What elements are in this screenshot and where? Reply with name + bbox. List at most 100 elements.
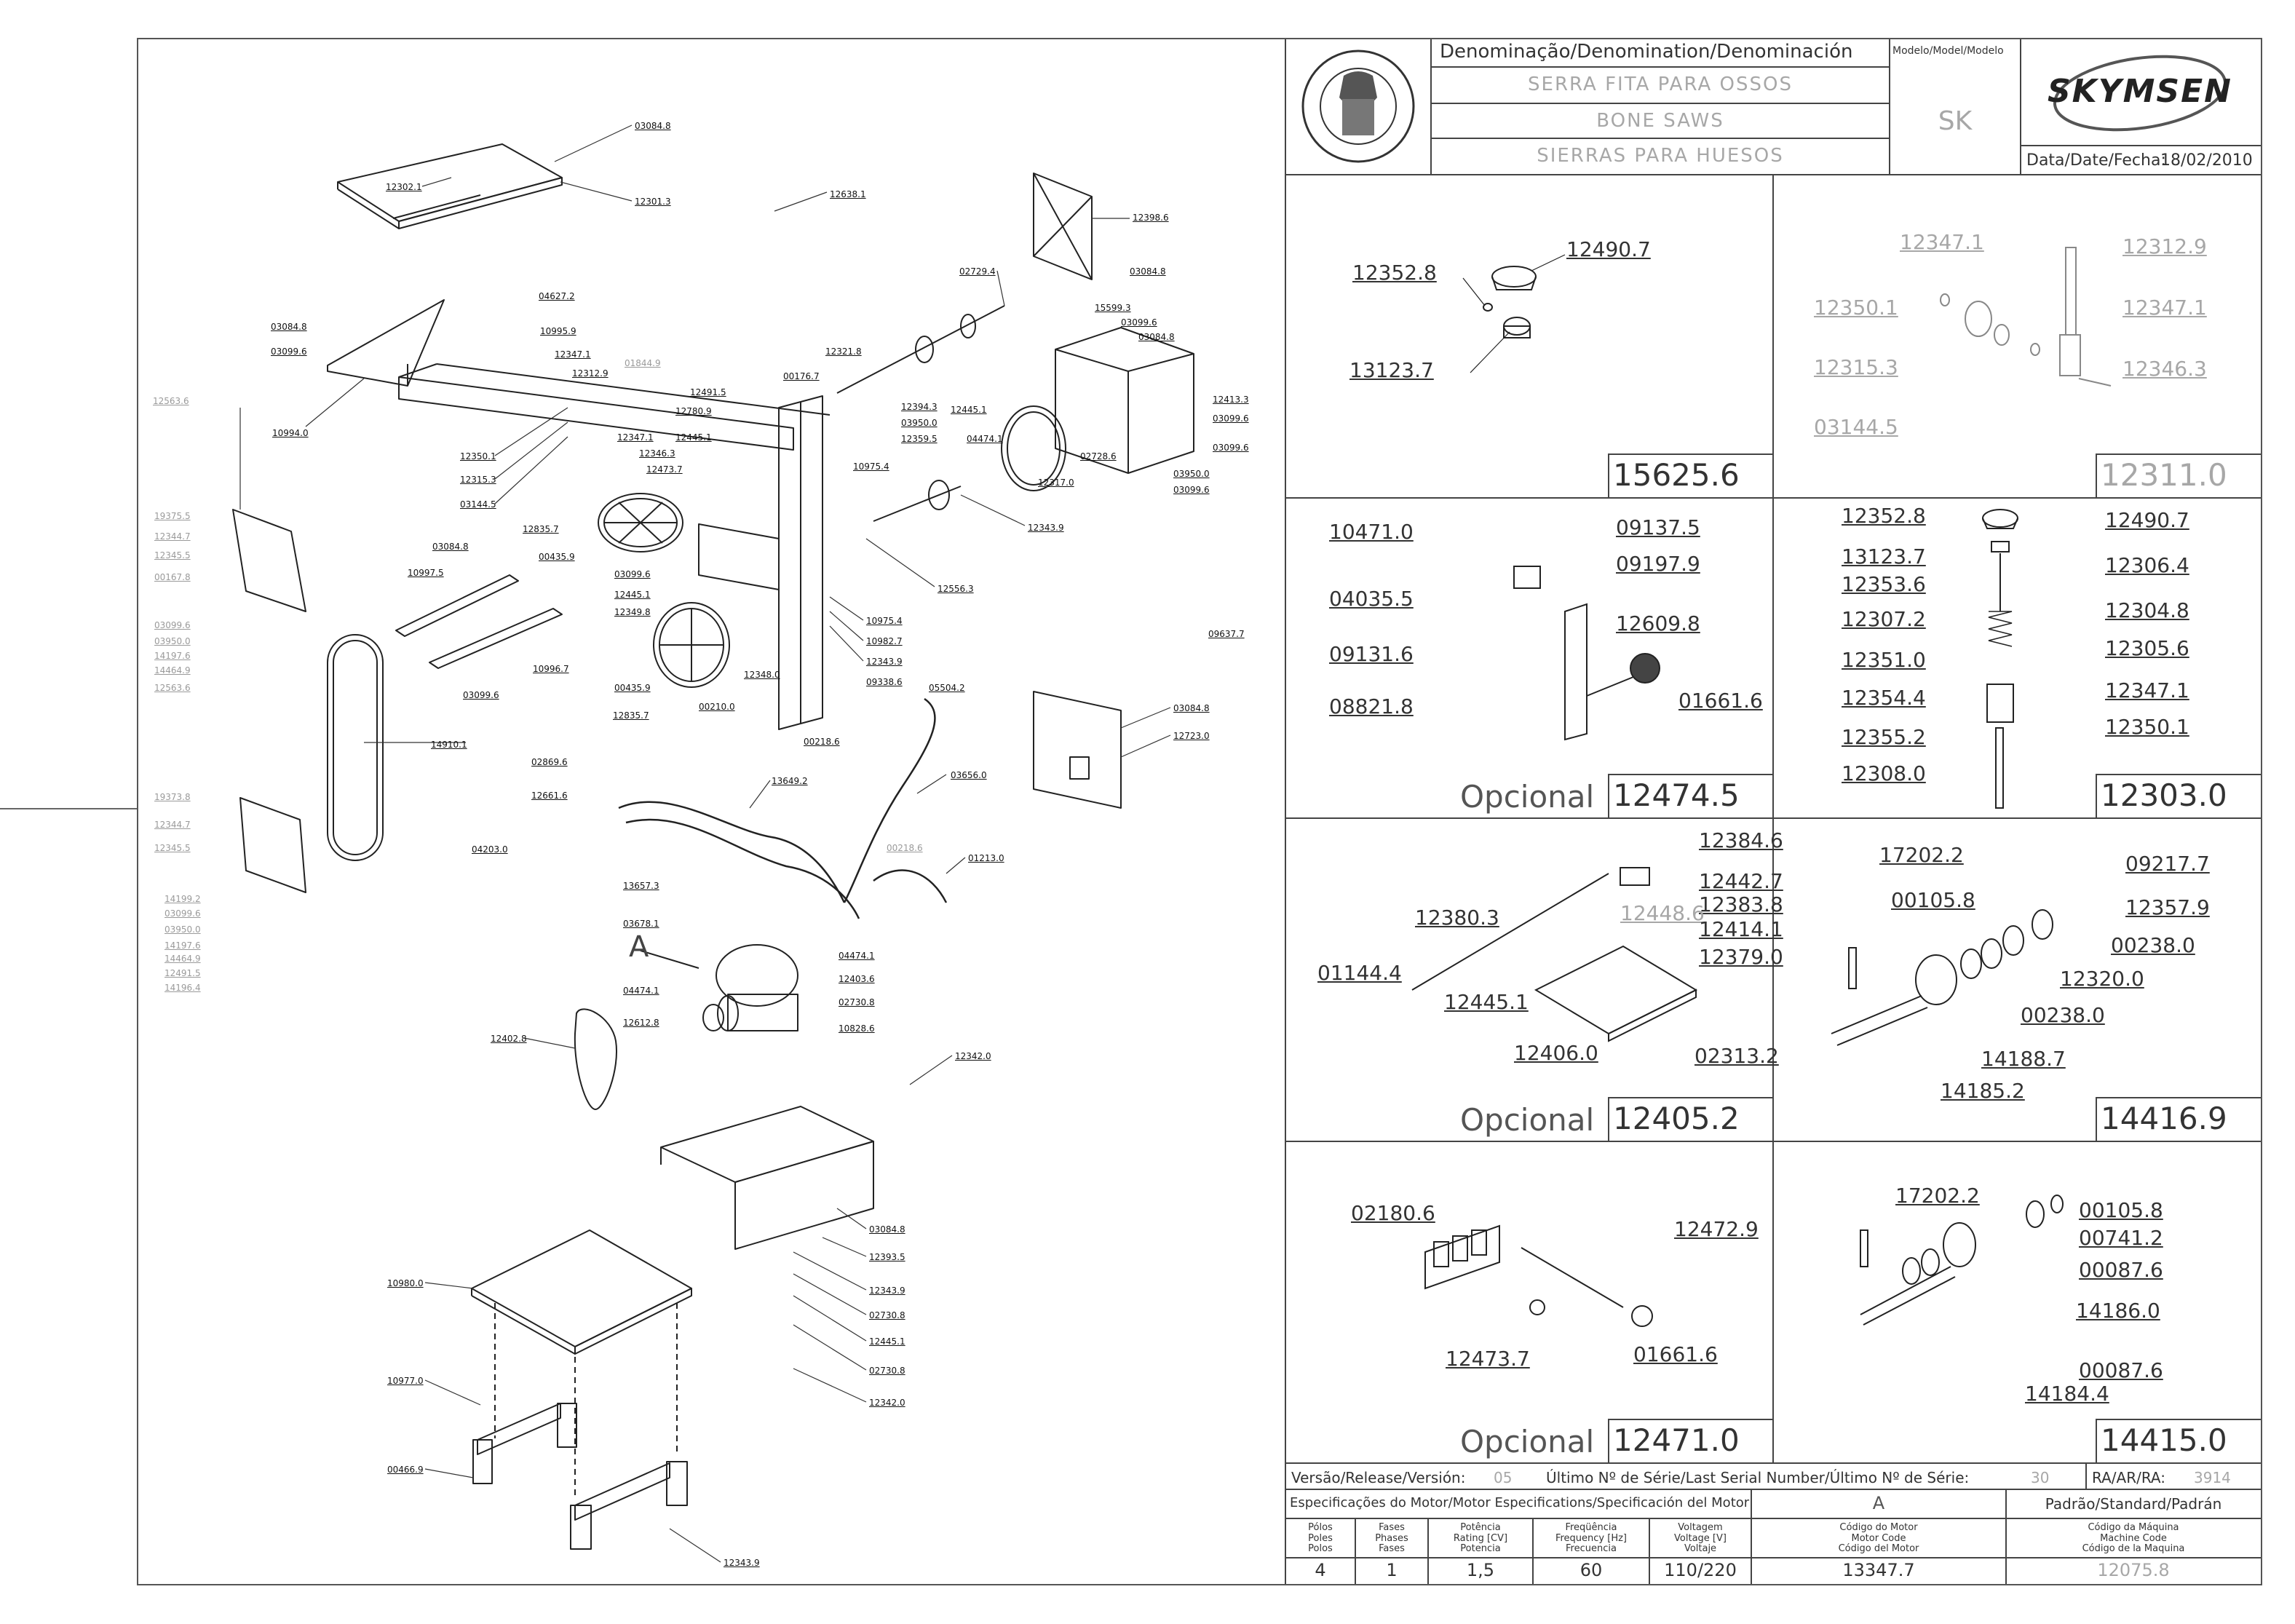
- part-number-label: 10980.0: [387, 1278, 424, 1288]
- product-name-pt: SERRA FITA PARA OSSOS: [1528, 74, 1793, 96]
- vertical-column-part: [698, 395, 823, 730]
- col-freq-en: Frequency [Hz]: [1555, 1532, 1628, 1544]
- part-number-label: 05504.2: [929, 683, 965, 693]
- motor-code-value: 13347.7: [1842, 1560, 1915, 1581]
- col-phases-es: Fases: [1379, 1543, 1405, 1555]
- part-number-label: 10977.0: [387, 1376, 424, 1386]
- motor-part: [702, 944, 798, 1031]
- serial-value: 30: [2031, 1469, 2050, 1486]
- part-number-label: 12302.1: [386, 182, 422, 192]
- part-number-label: 12343.9: [869, 1286, 905, 1296]
- detail-12405-optional: [1411, 867, 1698, 1042]
- col-freq-pt: Freqüência: [1565, 1521, 1617, 1533]
- detail-part-label: 12353.6: [1842, 572, 1926, 596]
- part-number-label: 03099.6: [1213, 443, 1249, 453]
- part-number-label: 12359.5: [901, 434, 938, 444]
- part-number-label: 03084.8: [271, 322, 307, 332]
- product-name-es: SIERRAS PARA HUESOS: [1537, 145, 1784, 167]
- detail-part-label: 14184.4: [2025, 1382, 2109, 1406]
- brand-logo: SKYMSEN: [2047, 72, 2232, 110]
- col-phases-pt: Fases: [1379, 1521, 1405, 1533]
- detail-14415-hub: [1860, 1195, 2064, 1326]
- part-number-label: 19375.5: [154, 511, 191, 521]
- part-number-label: 12321.8: [825, 346, 862, 357]
- part-number-label: 12638.1: [830, 189, 866, 199]
- part-number-label: 12348.0: [744, 670, 780, 680]
- part-number-label: 12661.6: [531, 791, 568, 801]
- col-freq-es: Frecuencia: [1566, 1543, 1617, 1555]
- detail-part-label: 01661.6: [1678, 689, 1763, 713]
- part-number-label: 00466.9: [387, 1465, 424, 1475]
- part-number-label: 14464.9: [165, 954, 201, 964]
- standard-label: Padrão/Standard/Padrán: [2045, 1494, 2222, 1513]
- part-number-label: 14196.4: [165, 983, 201, 993]
- part-number-label: 12349.8: [614, 607, 651, 617]
- col-motor-code-en: Motor Code: [1851, 1532, 1906, 1544]
- part-number-label: 13657.3: [623, 881, 659, 891]
- main-beam-part: [398, 363, 831, 451]
- col-power-en: Rating [CV]: [1453, 1532, 1508, 1544]
- part-number-label: 14464.9: [154, 665, 191, 676]
- part-number-label: 12343.9: [724, 1558, 760, 1568]
- part-number-label: 12491.5: [165, 968, 201, 978]
- detail-part-label: 02313.2: [1695, 1044, 1779, 1068]
- part-number-label: 10828.6: [839, 1023, 875, 1034]
- detail-part-label: 13123.7: [1842, 544, 1926, 569]
- detail-code: 12405.2: [1613, 1101, 1740, 1136]
- detail-part-label: 00105.8: [1891, 888, 1975, 912]
- part-number-label: 12563.6: [154, 683, 191, 693]
- product-name-en: BONE SAWS: [1596, 110, 1724, 132]
- part-number-label: 12393.5: [869, 1252, 905, 1262]
- detail-part-label: 12352.8: [1842, 504, 1926, 528]
- detail-part-label: 12414.1: [1699, 917, 1783, 941]
- detail-part-label: 12442.7: [1699, 869, 1783, 893]
- part-number-label: 12445.1: [675, 432, 712, 443]
- part-number-label: 02730.8: [869, 1310, 905, 1320]
- part-number-label: 03084.8: [635, 121, 671, 131]
- part-number-label: 04203.0: [472, 844, 508, 855]
- power-value: 1,5: [1466, 1560, 1495, 1581]
- part-number-label: 12344.7: [154, 531, 191, 542]
- part-number-label: 03099.6: [614, 569, 651, 579]
- part-number-label: 03084.8: [1130, 266, 1166, 277]
- part-number-label: 10982.7: [866, 636, 903, 646]
- col-voltage-pt: Voltagem: [1678, 1521, 1723, 1533]
- part-number-label: 02730.8: [869, 1366, 905, 1376]
- detail-code: 14415.0: [2101, 1422, 2227, 1458]
- motor-letter: A: [1872, 1493, 1885, 1514]
- detail-part-label: 12379.0: [1699, 945, 1783, 969]
- col-voltage-es: Voltaje: [1684, 1543, 1717, 1555]
- part-number-label: 00218.6: [887, 843, 923, 853]
- pulley-shaft-part: [836, 305, 1005, 522]
- part-number-label: 12312.9: [572, 368, 609, 379]
- col-machine-code-pt: Código da Máquina: [2088, 1521, 2179, 1533]
- part-number-label: 12347.1: [617, 432, 654, 443]
- detail-part-label: 03144.5: [1814, 415, 1898, 439]
- detail-part-label: 12347.1: [2105, 678, 2189, 702]
- detail-part-label: 17202.2: [1879, 843, 1964, 867]
- part-number-label: 03144.5: [460, 499, 496, 510]
- serial-label: Último Nº de Série/Last Serial Number/Úl…: [1546, 1469, 1970, 1486]
- detail-code: 14416.9: [2101, 1101, 2227, 1136]
- col-machine-code-en: Machine Code: [2100, 1532, 2167, 1544]
- detail-12471-optional: [1424, 1224, 1653, 1327]
- part-number-label: 12342.0: [955, 1051, 991, 1061]
- upper-wheel-part: [598, 493, 683, 552]
- part-number-label: 10975.4: [866, 616, 903, 626]
- part-number-label: 12835.7: [523, 524, 559, 534]
- part-number-label: 00435.9: [614, 683, 651, 693]
- part-number-label: 03084.8: [1138, 332, 1175, 342]
- left-side-guard-upper: [232, 509, 306, 612]
- part-number-label: 14197.6: [165, 940, 201, 951]
- part-number-label: 03950.0: [901, 418, 938, 428]
- part-number-label: 12394.3: [901, 402, 938, 412]
- part-number-label: 12347.1: [555, 349, 591, 360]
- part-number-label: 12345.5: [154, 843, 191, 853]
- model-header: Modelo/Model/Modelo: [1892, 45, 2004, 57]
- detail-part-label: 01661.6: [1633, 1342, 1718, 1366]
- part-number-label: 09338.6: [866, 677, 903, 687]
